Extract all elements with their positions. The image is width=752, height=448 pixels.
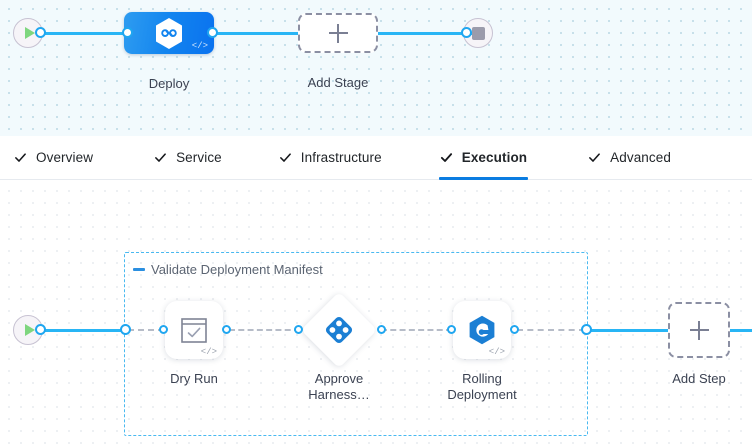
approve-line-1: Approve xyxy=(314,371,364,386)
execution-graph-canvas[interactable]: Validate Deployment Manifest xyxy=(0,181,752,448)
rolling-deployment-icon xyxy=(469,315,495,345)
dry-run-output-port[interactable] xyxy=(222,325,231,334)
rolling-line-2: Deployment xyxy=(447,387,517,402)
link-dryrun-to-approve xyxy=(229,329,300,331)
check-icon xyxy=(15,153,26,162)
tab-service[interactable]: Service xyxy=(154,136,222,180)
tab-overview-label: Overview xyxy=(36,150,94,165)
stage-tabbar: Overview Service Infrastructure Executio… xyxy=(0,136,752,180)
dry-run-input-port[interactable] xyxy=(159,325,168,334)
group-entry-port[interactable] xyxy=(120,324,131,335)
add-step-button[interactable] xyxy=(668,302,730,358)
link-addstep-to-edge xyxy=(728,329,752,332)
link-approve-to-rolling xyxy=(381,329,452,331)
start-node-port[interactable] xyxy=(35,27,46,38)
check-icon xyxy=(440,153,452,162)
play-icon xyxy=(24,324,35,336)
plus-icon xyxy=(328,23,348,43)
tab-infrastructure[interactable]: Infrastructure xyxy=(279,136,382,180)
approve-output-port[interactable] xyxy=(377,325,386,334)
collapse-minus-icon[interactable] xyxy=(133,268,145,271)
tab-execution-label: Execution xyxy=(461,150,528,165)
approve-line-2: Harness… xyxy=(308,387,370,402)
add-stage-button[interactable] xyxy=(298,13,378,53)
group-exit-port[interactable] xyxy=(581,324,592,335)
stop-icon xyxy=(471,26,485,40)
approve-input-port[interactable] xyxy=(294,325,303,334)
tab-advanced-label: Advanced xyxy=(610,150,671,165)
link-rolling-to-groupexit xyxy=(517,329,585,331)
harness-approval-icon xyxy=(325,316,353,344)
deploy-input-port[interactable] xyxy=(122,27,133,38)
rolling-output-port[interactable] xyxy=(510,325,519,334)
step-node-dry-run[interactable]: </> xyxy=(165,301,223,359)
execution-start-port[interactable] xyxy=(35,324,46,335)
tab-service-label: Service xyxy=(176,150,222,165)
stage-code-glyph: </> xyxy=(191,41,208,51)
check-icon xyxy=(279,153,291,162)
check-icon xyxy=(155,153,166,162)
rolling-line-1: Rolling xyxy=(462,371,502,386)
plus-icon xyxy=(689,320,709,340)
step-code-glyph: </> xyxy=(200,347,217,357)
add-stage-label: Add Stage xyxy=(307,75,369,90)
stage-graph-canvas[interactable]: </> Deploy Add Stage xyxy=(0,0,752,136)
link-addstage-to-end xyxy=(374,32,472,35)
link-start-to-group xyxy=(36,329,126,332)
harness-deploy-icon xyxy=(156,17,182,49)
tab-advanced[interactable]: Advanced xyxy=(588,136,671,180)
stage-node-deploy[interactable]: </> xyxy=(124,12,214,54)
tab-active-underline xyxy=(438,176,529,180)
step-label-rolling-deployment-text: Rolling Deployment xyxy=(432,371,532,403)
step-group-validate-deployment-manifest[interactable] xyxy=(124,252,588,436)
add-step-label: Add Step xyxy=(672,371,726,386)
step-node-rolling-deployment[interactable]: </> xyxy=(453,301,511,359)
link-group-to-dryrun xyxy=(128,329,164,331)
tab-overview[interactable]: Overview xyxy=(14,136,93,180)
play-icon xyxy=(24,27,35,39)
step-group-title-label: Validate Deployment Manifest xyxy=(151,262,323,277)
tab-infrastructure-label: Infrastructure xyxy=(300,150,382,165)
harness-approval-icon-wrap xyxy=(325,316,353,344)
step-code-glyph: </> xyxy=(488,347,505,357)
step-label-dry-run: Dry Run xyxy=(170,371,218,386)
dry-run-icon xyxy=(181,317,207,343)
tab-execution[interactable]: Execution xyxy=(438,136,529,180)
stage-label-deploy: Deploy xyxy=(148,76,190,91)
link-deploy-to-addstage xyxy=(212,32,302,35)
link-groupexit-to-addstep xyxy=(587,329,670,332)
step-group-title[interactable]: Validate Deployment Manifest xyxy=(133,262,323,277)
check-icon xyxy=(589,153,601,162)
link-start-to-deploy xyxy=(36,32,128,35)
end-node-port[interactable] xyxy=(461,27,472,38)
step-label-approve-harness-text: Approve Harness… xyxy=(289,371,389,403)
deploy-output-port[interactable] xyxy=(207,27,218,38)
rolling-input-port[interactable] xyxy=(447,325,456,334)
